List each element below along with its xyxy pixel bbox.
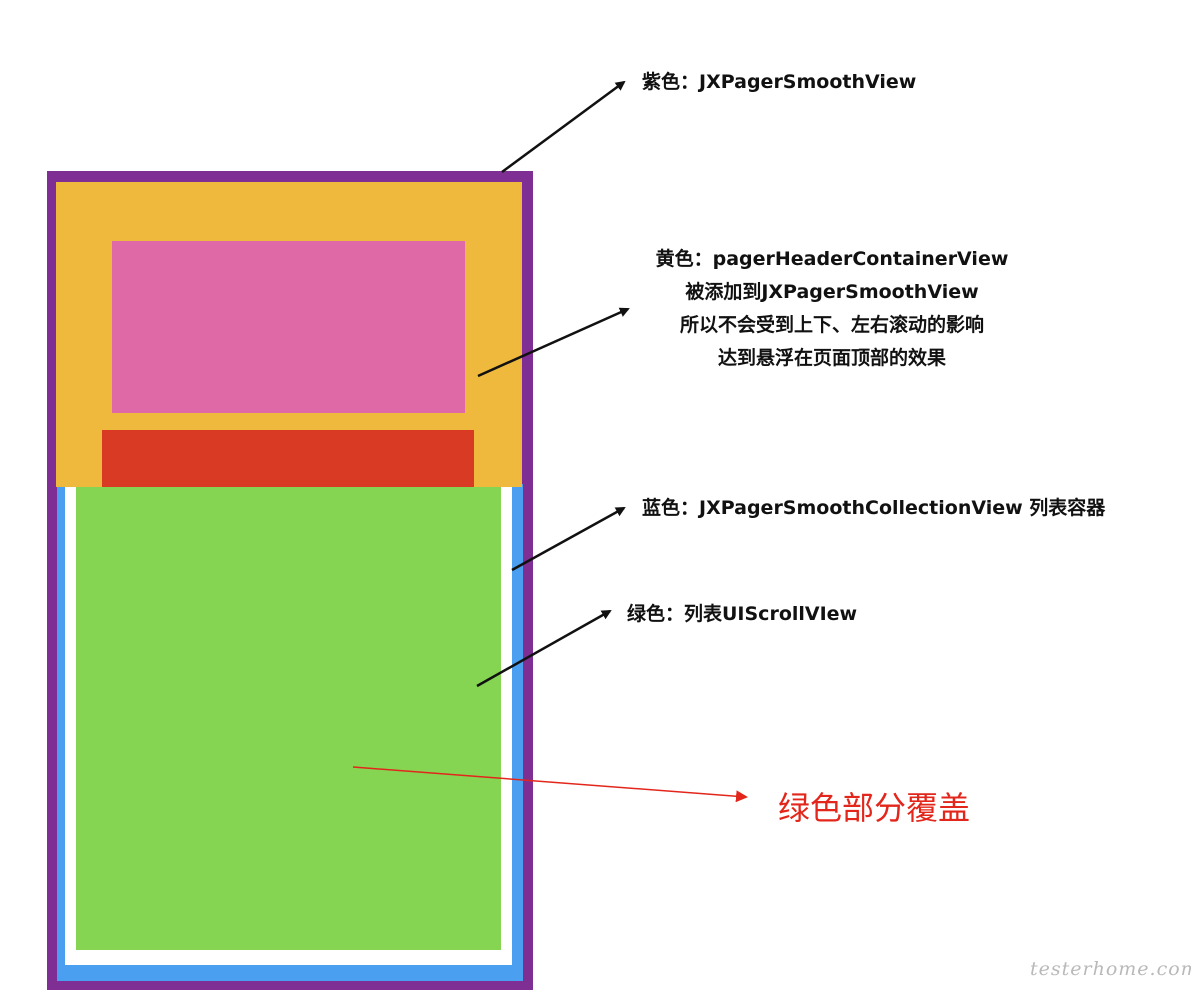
arrow-blue — [511, 506, 626, 572]
green-scroll-view — [76, 484, 501, 950]
arrow-green — [476, 609, 612, 688]
label-yellow-line-4: 达到悬浮在页面顶部的效果 — [717, 347, 946, 369]
label-red-note: 绿色部分覆盖 — [778, 789, 971, 827]
arrow-purple — [501, 80, 626, 174]
label-yellow-line-2: 被添加到JXPagerSmoothView — [685, 281, 979, 303]
label-green: 绿色：列表UIScrollVIew — [627, 603, 858, 625]
label-purple: 紫色：JXPagerSmoothView — [642, 71, 917, 93]
pink-header-view — [112, 241, 465, 413]
label-yellow-line-3: 所以不会受到上下、左右滚动的影响 — [679, 314, 984, 336]
arrow-yellow — [477, 307, 630, 378]
red-category-view — [102, 430, 474, 487]
arrow-red-note — [352, 766, 748, 803]
label-yellow: 黄色：pagerHeaderContainerView 被添加到JXPagerS… — [612, 243, 1052, 375]
label-blue: 蓝色：JXPagerSmoothCollectionView 列表容器 — [642, 497, 1106, 519]
label-yellow-line-1: 黄色：pagerHeaderContainerView — [655, 248, 1009, 270]
watermark: testerhome.com — [1030, 958, 1191, 980]
